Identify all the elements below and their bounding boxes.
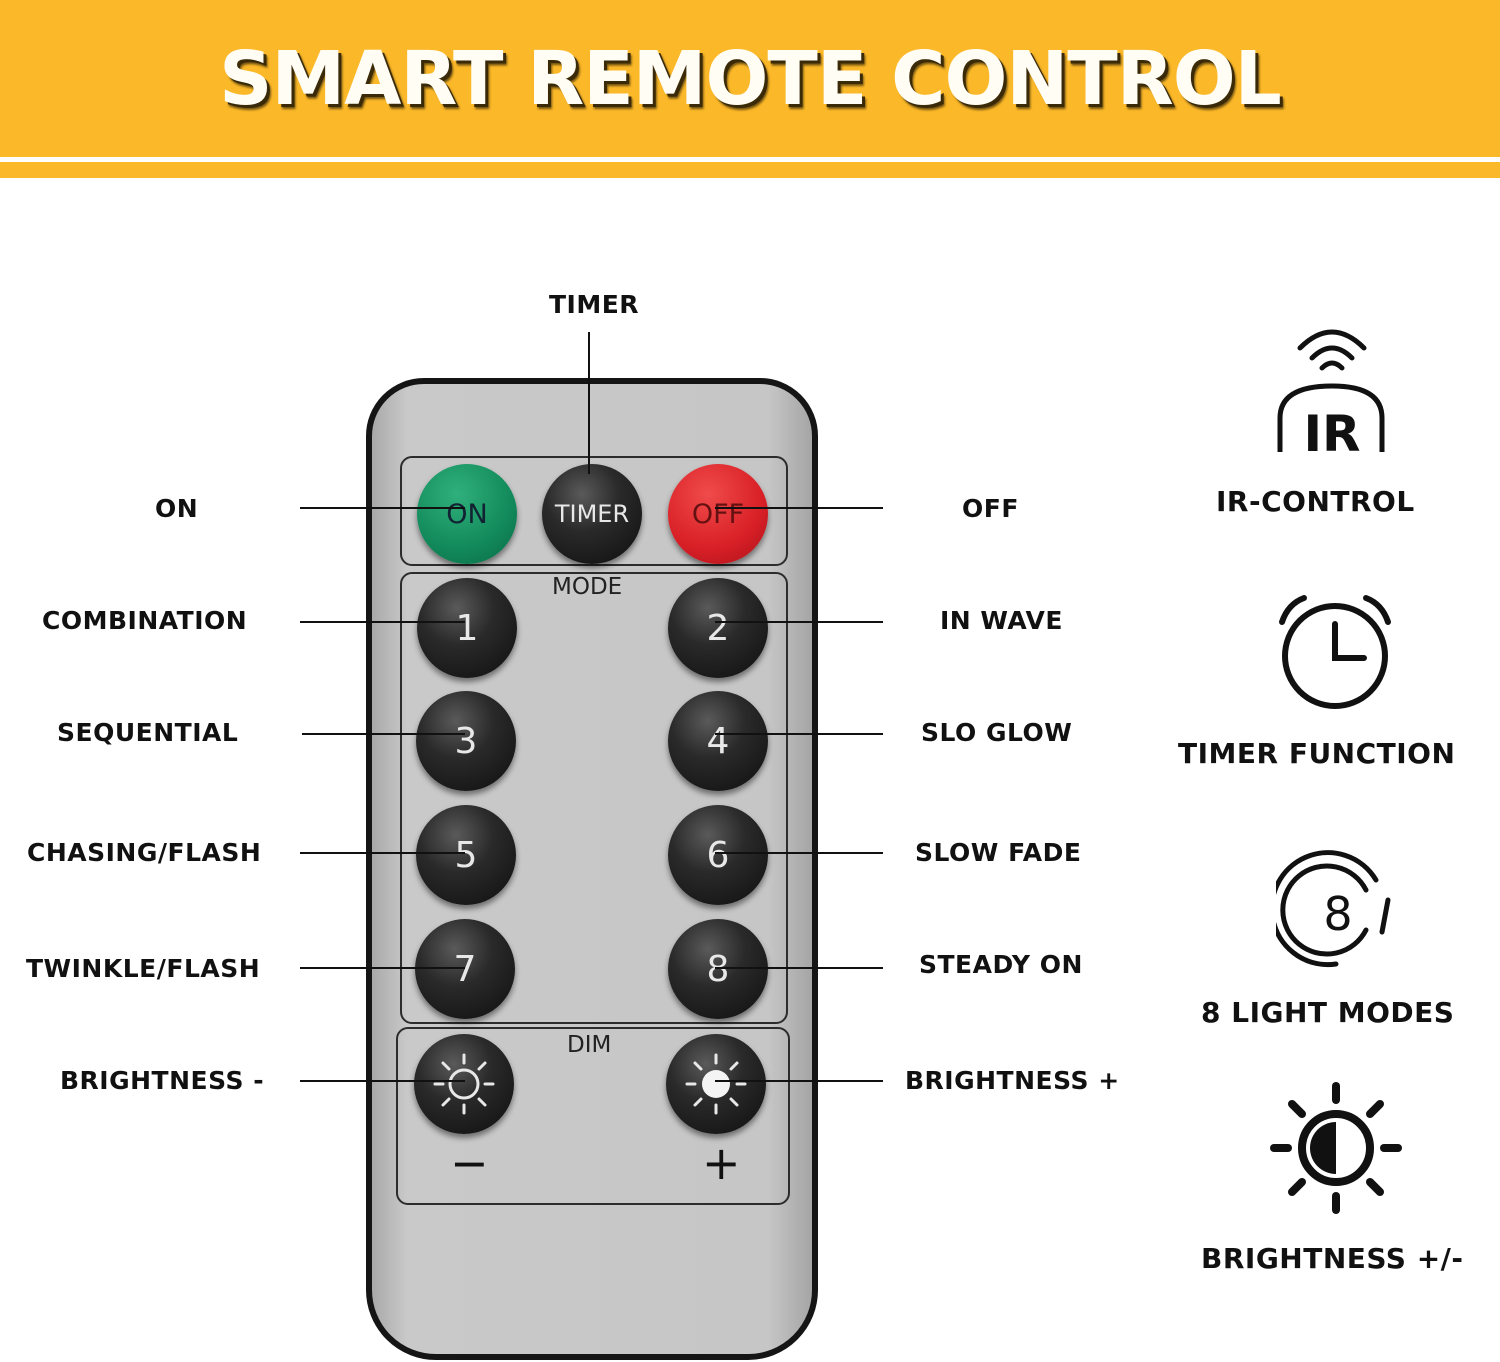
callout-on: ON (155, 494, 199, 523)
header-banner: SMART REMOTE CONTROL (0, 0, 1500, 178)
off-button-label: OFF (691, 498, 745, 530)
dim-label: DIM (567, 1032, 612, 1058)
on-button[interactable]: ON (417, 464, 517, 564)
mode-6-number: 6 (706, 834, 730, 876)
callout-timer: TIMER (549, 290, 640, 319)
mode-2-number: 2 (706, 607, 730, 649)
sun-outline-icon (433, 1053, 495, 1115)
mode6-leader-line (715, 852, 883, 854)
mode-panel (400, 572, 788, 1024)
off-leader-line (715, 507, 883, 509)
mode-3-button[interactable]: 3 (416, 691, 516, 791)
timer-button[interactable]: TIMER (542, 464, 642, 564)
dim-plus-leader-line (715, 1080, 883, 1082)
feature-label-brightness: BRIGHTNESS +/- (1201, 1242, 1464, 1275)
callout-brightness-minus: BRIGHTNESS - (60, 1066, 265, 1095)
feature-label-timer: TIMER FUNCTION (1178, 737, 1456, 770)
mode7-leader-line (300, 967, 465, 969)
brightness-up-button[interactable] (666, 1034, 766, 1134)
off-button[interactable]: OFF (668, 464, 768, 564)
mode4-leader-line (715, 733, 883, 735)
mode-5-number: 5 (454, 834, 478, 876)
remote-control: ON TIMER OFF MODE 1 2 3 4 5 6 7 8 DIM (366, 378, 818, 1360)
feature-label-modes: 8 LIGHT MODES (1201, 996, 1455, 1029)
mode-8-number: 8 (706, 948, 730, 990)
mode-2-button[interactable]: 2 (668, 578, 768, 678)
mode-5-button[interactable]: 5 (416, 805, 516, 905)
mode-8-button[interactable]: 8 (668, 919, 768, 1019)
callout-combination: COMBINATION (42, 606, 248, 635)
ir-icon-text: IR (1303, 405, 1360, 458)
callout-steady-on: STEADY ON (919, 950, 1083, 979)
page-title: SMART REMOTE CONTROL (219, 36, 1282, 122)
callout-brightness-plus: BRIGHTNESS + (905, 1066, 1120, 1095)
callout-slow-fade: SLOW FADE (915, 838, 1082, 867)
modes-icon-text: 8 (1323, 887, 1352, 941)
alarm-clock-icon (1279, 595, 1391, 709)
on-button-label: ON (446, 498, 488, 530)
brightness-icon (1270, 1082, 1402, 1214)
callout-twinkle-flash: TWINKLE/FLASH (26, 954, 261, 983)
callout-chasing-flash: CHASING/FLASH (27, 838, 262, 867)
mode-6-button[interactable]: 6 (668, 805, 768, 905)
power-panel (400, 456, 788, 566)
sun-filled-icon (685, 1053, 747, 1115)
banner-divider (0, 157, 1500, 162)
callout-in-wave: IN WAVE (940, 606, 1063, 635)
dim-minus-leader-line (300, 1080, 465, 1082)
mode-4-button[interactable]: 4 (668, 691, 768, 791)
minus-symbol: − (450, 1136, 489, 1190)
mode2-leader-line (715, 621, 883, 623)
callout-off: OFF (962, 494, 1019, 523)
eight-modes-icon: 8 (1276, 850, 1391, 968)
mode-1-button[interactable]: 1 (417, 578, 517, 678)
brightness-down-button[interactable] (414, 1034, 514, 1134)
timer-leader-line (588, 332, 590, 474)
mode-1-number: 1 (455, 607, 479, 649)
mode-3-number: 3 (454, 720, 478, 762)
timer-button-label: TIMER (554, 500, 630, 528)
plus-symbol: + (702, 1136, 741, 1190)
feature-label-ir: IR-CONTROL (1216, 485, 1415, 518)
dim-panel (396, 1027, 790, 1205)
mode8-leader-line (715, 967, 883, 969)
mode-7-number: 7 (453, 948, 477, 990)
mode-4-number: 4 (706, 720, 730, 762)
on-leader-line (300, 507, 465, 509)
mode-label: MODE (552, 574, 623, 600)
ir-signal-icon: IR (1277, 329, 1385, 458)
callout-slo-glow: SLO GLOW (921, 718, 1073, 747)
mode-7-button[interactable]: 7 (415, 919, 515, 1019)
callout-sequential: SEQUENTIAL (57, 718, 239, 747)
mode5-leader-line (300, 852, 465, 854)
mode1-leader-line (300, 621, 465, 623)
mode3-leader-line (302, 733, 465, 735)
